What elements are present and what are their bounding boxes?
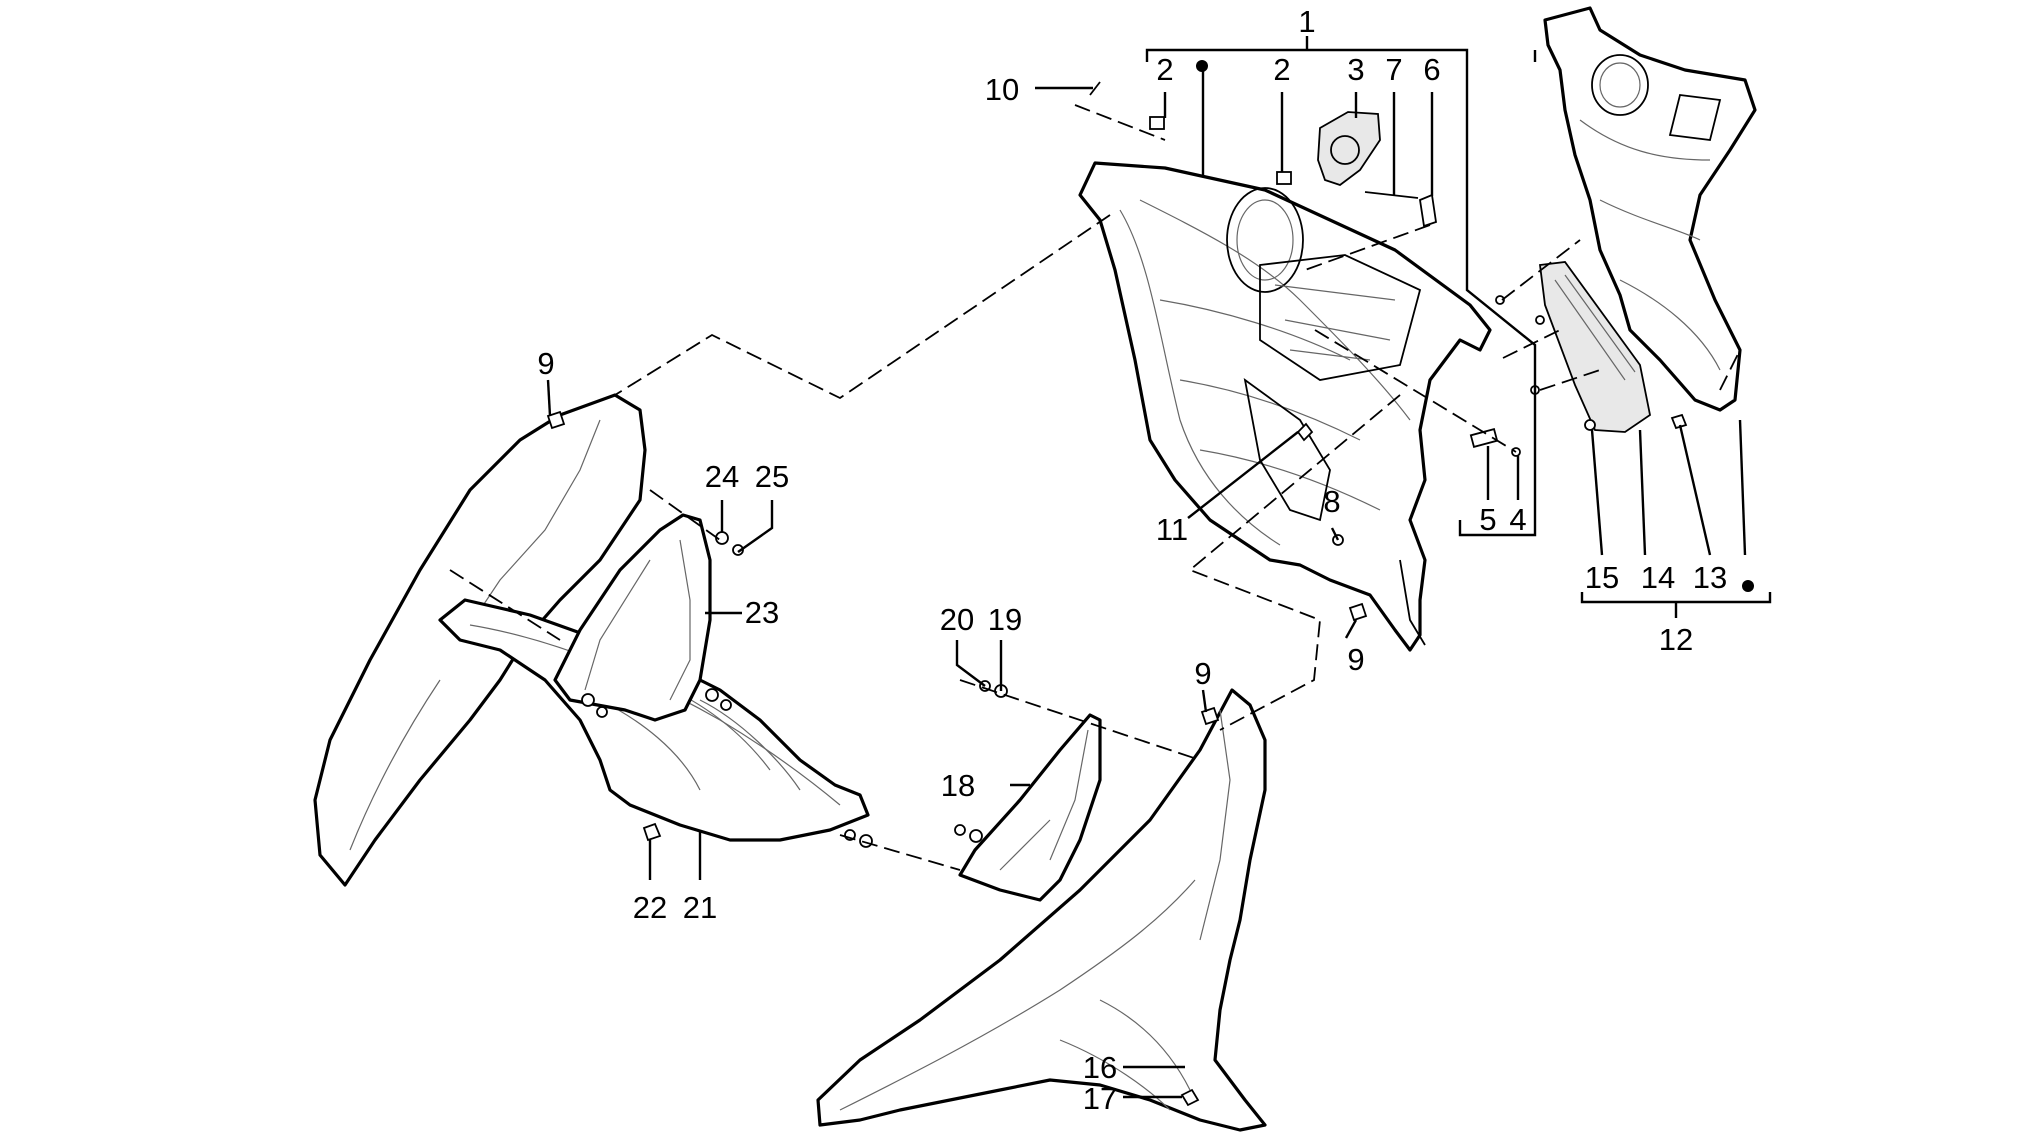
callout-20: 20 <box>940 602 974 637</box>
callout-16: 16 <box>1083 1050 1117 1085</box>
callout-22: 22 <box>633 890 667 925</box>
leg-shield-right-panel <box>816 688 1267 1132</box>
callout-4: 4 <box>1509 502 1526 537</box>
screw-part-10 <box>1089 81 1101 96</box>
assembly-dash-lines <box>449 104 1741 871</box>
leg-shield-back-panel <box>1078 161 1492 652</box>
callout-1: 1 <box>1298 4 1315 39</box>
callout-7: 7 <box>1385 52 1402 87</box>
callout-18: 18 <box>941 768 975 803</box>
screw-part-17 <box>1180 1088 1200 1107</box>
screw-part-15 <box>1584 419 1596 431</box>
callout-labels: 1 2 2 3 7 6 10 11 8 5 4 9 15 14 13 12 9 … <box>537 4 1727 1116</box>
clip-part-13 <box>1670 413 1688 430</box>
callout-19: 19 <box>988 602 1022 637</box>
screw-part-11 <box>1296 422 1314 442</box>
callout-3: 3 <box>1347 52 1364 87</box>
callout-2b: 2 <box>1273 52 1290 87</box>
callout-25: 25 <box>755 459 789 494</box>
callout-23: 23 <box>745 595 779 630</box>
clip-part-9-mid <box>1348 602 1368 622</box>
clip-part-2b <box>1276 171 1292 185</box>
pin-part-7 <box>1364 191 1419 199</box>
clip-part-9-lower <box>1200 706 1220 726</box>
callout-5: 5 <box>1479 502 1496 537</box>
panel-part-18 <box>958 713 1102 902</box>
callout-9-left: 9 <box>537 346 554 381</box>
clip-part-6 <box>1419 193 1438 228</box>
clip-part-2a <box>1149 116 1165 130</box>
callout-9-lower: 9 <box>1194 656 1211 691</box>
callout-21: 21 <box>683 890 717 925</box>
clip-part-22 <box>642 822 662 842</box>
bracket-part-3 <box>1317 111 1381 187</box>
reference-dot-12 <box>1742 580 1754 592</box>
callout-11: 11 <box>1156 512 1188 547</box>
glove-box-cover <box>1543 6 1757 412</box>
bracket-lines <box>1145 36 1772 618</box>
callout-9-mid: 9 <box>1347 642 1364 677</box>
callout-13: 13 <box>1693 560 1727 595</box>
callout-12: 12 <box>1659 622 1693 657</box>
nut-part-25 <box>732 544 744 556</box>
clip-part-9-left <box>546 410 566 430</box>
callout-6: 6 <box>1423 52 1440 87</box>
callout-24: 24 <box>705 459 739 494</box>
callout-15: 15 <box>1585 560 1619 595</box>
reference-dot-1 <box>1196 60 1208 72</box>
callout-10: 10 <box>985 72 1019 107</box>
callout-2a: 2 <box>1156 52 1173 87</box>
callout-17: 17 <box>1083 1081 1117 1116</box>
callout-14: 14 <box>1641 560 1675 595</box>
callout-8: 8 <box>1323 484 1340 519</box>
leader-lines <box>546 62 1747 1099</box>
panel-part-23 <box>553 513 712 722</box>
